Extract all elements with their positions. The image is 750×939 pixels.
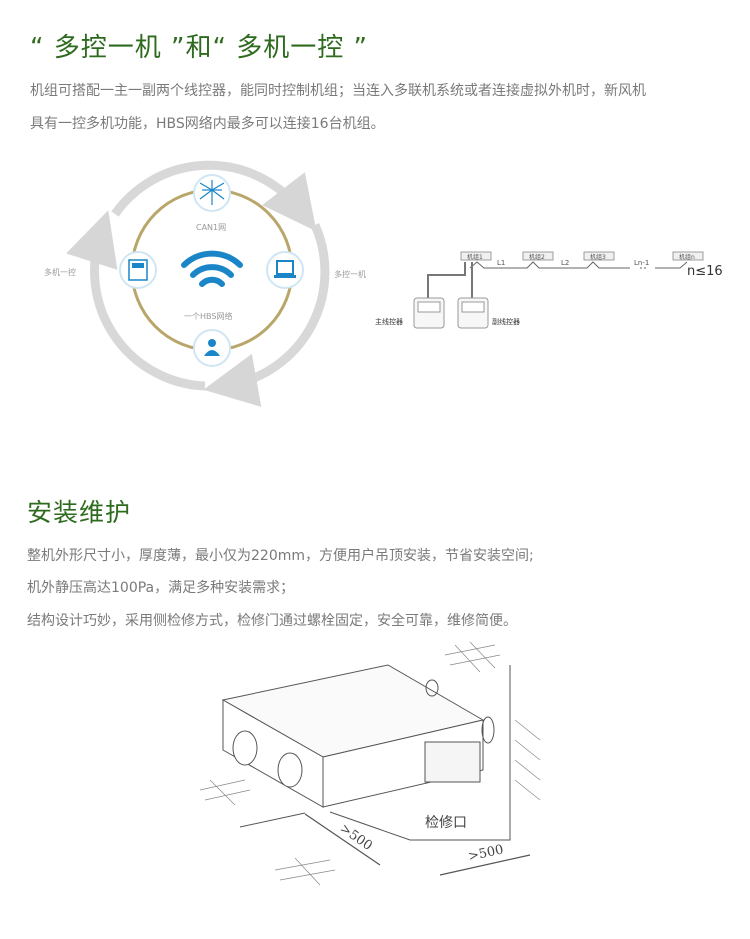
label-multi-control-one-unit: 多控一机 [334,270,366,279]
arrow-right [203,223,330,407]
sub-controller-label: 副线控器 [492,318,520,326]
computer-icon [266,251,304,289]
wifi-icon [181,250,243,287]
paragraph-line: 机组可搭配一主一副两个线控器，能同时控制机组；当连入多联机系统或者连接虚拟外机时… [30,83,646,99]
paragraph-line: 整机外形尺寸小，厚度薄，最小仅为220mm，方便用户吊顶安装，节省安装空间; [27,548,534,564]
arrow-top [111,160,317,232]
wall-hatching [199,641,541,886]
segment-label: Ln-1 [634,259,650,267]
paragraph-line: 机外静压高达100Pa，满足多种安装需求； [27,580,295,596]
ventilator-drawing [221,664,531,876]
unit-boxes [460,251,704,261]
segment-label: L2 [561,259,570,267]
unit-label: 机组1 [467,254,483,261]
label-multi-unit-one-control: 多机一控 [44,268,76,277]
network-topology [427,261,688,298]
label-hbs-network: 一个HBS网络 [184,312,233,321]
section-title-installation: 安装维护 [27,498,132,527]
wired-controllers [413,297,489,329]
unit-label: 机组2 [529,254,545,261]
unit-label: 机组n [679,254,695,261]
arrow-left [66,210,206,391]
paragraph-line: 具有一控多机功能，HBS网络内最多可以连接16台机组。 [30,116,385,132]
unit-label: 机组3 [590,254,606,261]
main-controller-label: 主线控器 [375,318,403,326]
segment-label: L1 [497,259,506,267]
label-can1: CAN1网 [196,223,227,232]
paragraph-line: 结构设计巧妙，采用侧检修方式，检修门通过螺栓固定，安全可靠，维修简便。 [27,613,517,629]
network-node-icon [193,174,231,212]
unit-limit: n≤16 [687,264,723,279]
section-title-control: “ 多控一机 ”和“ 多机一控 ” [30,33,368,63]
cycle-arrows [66,160,330,407]
user-icon [193,329,231,367]
controller-icon [119,251,157,289]
access-port-label: 检修口 [425,815,467,831]
